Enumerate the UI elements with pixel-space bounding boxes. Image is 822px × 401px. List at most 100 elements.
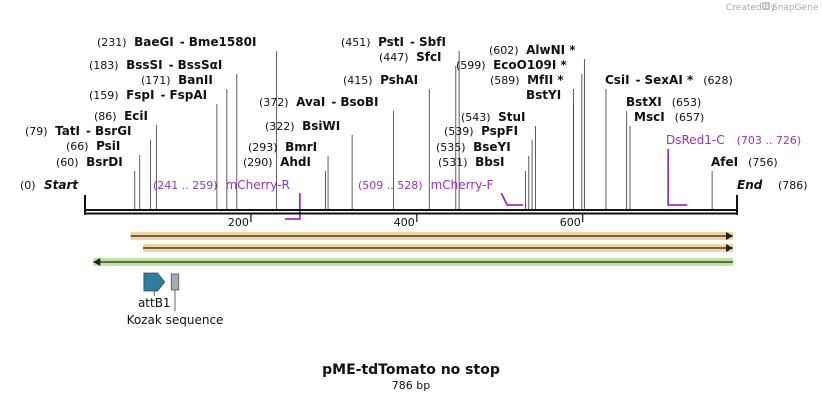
primer-label: (241 .. 259)mCherry-R [153, 178, 290, 192]
site-position: (86) [94, 110, 120, 123]
attb1-label: attB1 [138, 296, 171, 310]
backbone-top-strand [84, 209, 738, 211]
start-pos: (0) [20, 179, 36, 192]
site-position: (539) [444, 125, 477, 138]
primer-range: (703 .. 726) [737, 134, 802, 147]
watermark-prefix: Created by [726, 3, 776, 13]
site-label: (66) PsiI [66, 139, 120, 153]
kozak-label: Kozak sequence [127, 313, 224, 327]
site-label: BstXI(653) [626, 95, 701, 109]
site-bmri: (293) BmrI [248, 140, 329, 209]
site-label: AfeI(756) [711, 155, 778, 169]
primer-range: (241 .. 259) [153, 179, 218, 192]
primer-name: DsRed1-C [666, 133, 725, 147]
site-label: (79) TatI-BsrGI [25, 124, 132, 138]
primer-binding-mark [667, 149, 688, 206]
site-name: PsiI [96, 139, 120, 153]
site-name: MfII * [527, 73, 564, 87]
site-separator: - [160, 88, 165, 102]
restriction-sites: (60) BsrDI (66) PsiI(79) TatI-BsrGI(86) E… [25, 35, 778, 209]
site-bseyi: (535) BseYI [436, 140, 530, 209]
site-label: (86) EciI [94, 109, 148, 123]
site-isoschizomer: BsoBI [340, 95, 378, 109]
orf-arrowhead [726, 232, 733, 240]
site-position: (447) [379, 51, 412, 64]
end-pos: (786) [778, 179, 808, 192]
site-name: BsiWI [302, 119, 340, 133]
site-position: (628) [703, 74, 733, 87]
site-position: (60) [56, 156, 82, 169]
site-isoschizomer: SexAI * [645, 73, 694, 87]
site-ecoo109i: (599) EcoO109I * [456, 58, 583, 209]
start-label: Start [44, 178, 79, 192]
site-banii: (171) BanII [141, 73, 228, 209]
site-label: (599) EcoO109I * [456, 58, 568, 72]
site-position: (451) [341, 36, 374, 49]
plasmid-length: 786 bp [392, 379, 430, 392]
site-label: (159) FspI-FspAI [89, 88, 207, 102]
site-separator: - [180, 35, 185, 49]
site-bstxi: BstXI(653) [626, 95, 701, 209]
primer-dsred1-c: DsRed1-C (703 .. 726) [666, 133, 801, 206]
ruler-tick-label: 200 [228, 216, 249, 229]
site-label: (602) AlwNI * [489, 43, 576, 57]
backbone-start-cap [84, 195, 86, 215]
site-name: PstI [378, 35, 404, 49]
backbone-end-cap [736, 195, 738, 215]
backbone-bottom-strand [84, 212, 738, 215]
site-name: AfeI [711, 155, 738, 169]
orf-arrowhead [93, 258, 101, 266]
site-afei: AfeI(756) [711, 155, 778, 209]
site-label: (539) PspFI [444, 124, 518, 138]
site-ecii: (86) EciI [94, 109, 157, 209]
snapgene-icon [762, 2, 770, 10]
site-avai: (372) AvaI-BsoBI [259, 95, 394, 209]
site-label: (589) MfII * [490, 73, 564, 87]
site-label: (531) BbsI [438, 155, 504, 169]
site-bbsi: (531) BbsI [438, 155, 526, 209]
attb1-arrow [143, 272, 166, 292]
site-bsiwi: (322) BsiWI [265, 119, 353, 209]
site-tati: (79) TatI-BsrGI [25, 124, 151, 209]
site-position: (231) [97, 36, 130, 49]
site-name: BanII [178, 73, 213, 87]
site-separator: - [86, 124, 91, 138]
orf-arrow-2 [143, 244, 733, 252]
primer-annotations: (241 .. 259)mCherry-R (509 .. 528) mCherry… [153, 133, 801, 220]
site-label: (535) BseYI [436, 140, 511, 154]
site-name: EciI [124, 109, 148, 123]
site-label: (183) BssSI-BssSαI [89, 58, 222, 72]
primer-label: DsRed1-C (703 .. 726) [666, 133, 801, 147]
site-isoschizomer: SbfI [419, 35, 446, 49]
site-name: BmrI [285, 140, 317, 154]
site-separator: - [636, 73, 641, 87]
primer-binding-mark [284, 193, 301, 220]
plasmid-title: pME-tdTomato no stop [322, 362, 500, 378]
site-pshai: (415) PshAI [343, 73, 430, 209]
primer-range: (509 .. 528) [358, 179, 423, 192]
site-position: (415) [343, 74, 376, 87]
site-name: AhdI [280, 155, 311, 169]
ruler-tick-label: 400 [394, 216, 415, 229]
site-position: (171) [141, 74, 174, 87]
site-label: (322) BsiWI [265, 119, 340, 133]
site-isoschizomer: FspAI [169, 88, 207, 102]
site-name: AvaI [296, 95, 325, 109]
site-position: (79) [25, 125, 51, 138]
site-alwni: (602) AlwNI * [489, 43, 585, 209]
site-position: (322) [265, 120, 298, 133]
site-name: CsiI [605, 73, 630, 87]
site-position: (599) [456, 59, 489, 72]
site-name: StuI [498, 110, 525, 124]
site-label: (290) AhdI [243, 155, 311, 169]
site-name: BaeGI [134, 35, 174, 49]
site-position: (372) [259, 96, 292, 109]
site-position: (159) [89, 89, 122, 102]
site-name: SfcI [416, 50, 441, 64]
site-psti: (451) PstI-SbfI [341, 35, 460, 209]
site-bsrdi: (60) BsrDI [56, 155, 136, 209]
primer-name: mCherry-F [431, 178, 494, 192]
site-label: (293) BmrI [248, 140, 317, 154]
site-label: (415) PshAI [343, 73, 418, 87]
